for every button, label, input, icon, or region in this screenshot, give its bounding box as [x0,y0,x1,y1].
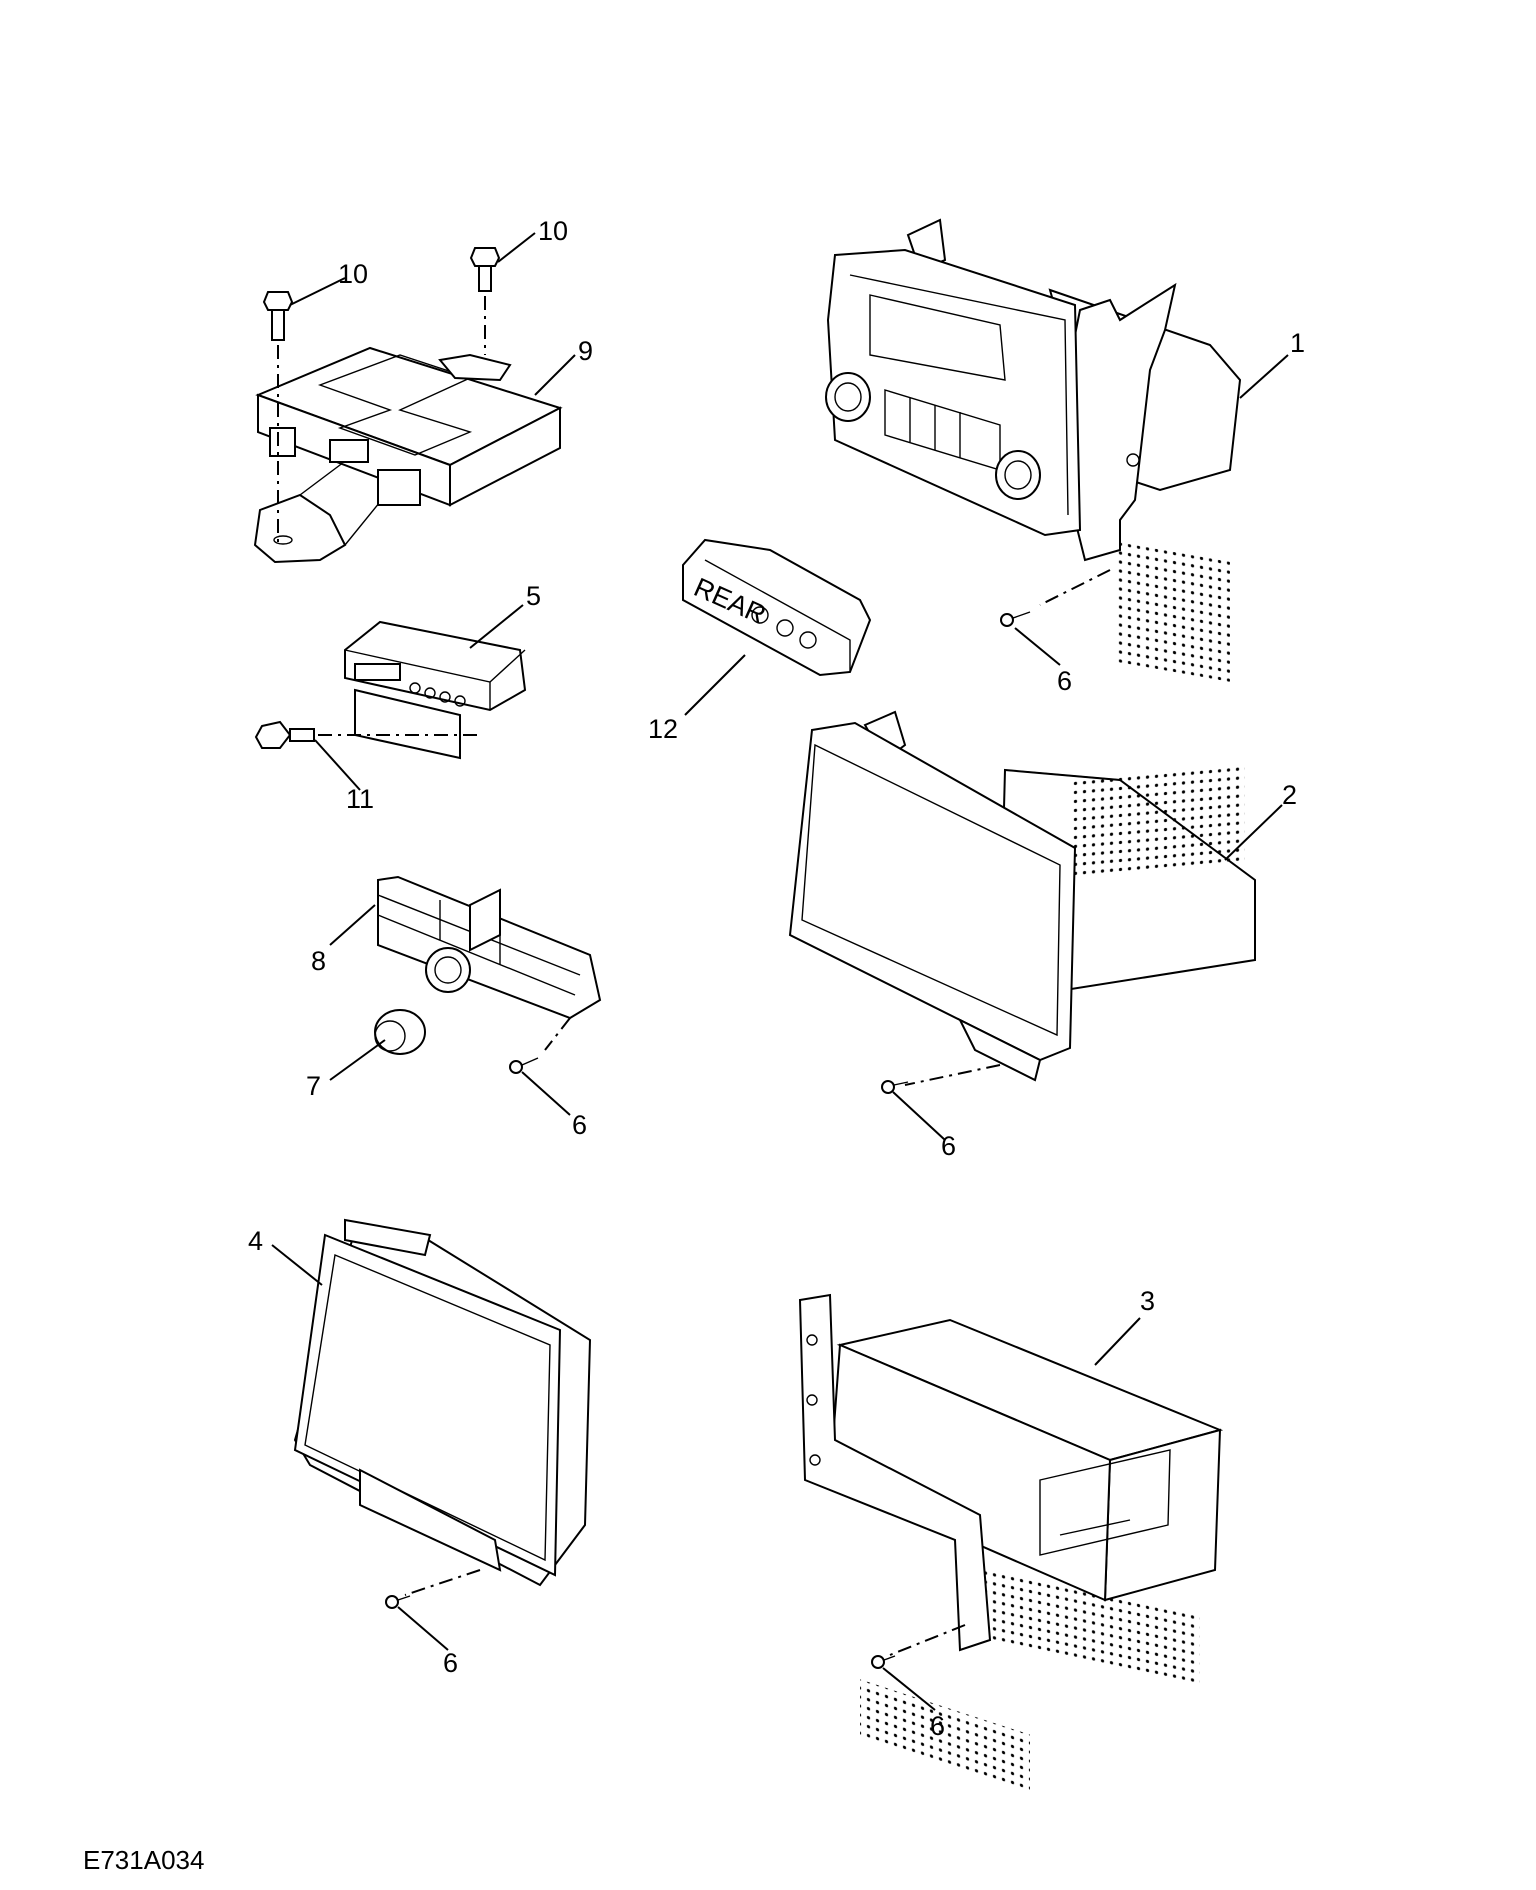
screw-6-e [871,1655,896,1669]
part-1-head-unit [825,218,1242,682]
callout-6-d: 6 [443,1648,458,1678]
callout-6-a: 6 [1057,666,1072,696]
callout-5: 5 [526,581,541,611]
callout-4: 4 [248,1226,263,1256]
screw-6-c [881,1080,909,1094]
callout-11: 11 [346,784,374,814]
bolt-10-left [262,291,294,545]
callout-7: 7 [306,1071,321,1101]
callout-1: 1 [1290,328,1305,358]
part-9-control-module [253,346,563,564]
callout-6-c: 6 [941,1131,956,1161]
callout-labels: 1 2 3 4 5 6 6 6 6 6 7 8 9 10 10 11 12 [248,216,1305,1741]
callout-9: 9 [578,336,593,366]
screw-6-b [509,1057,539,1074]
screw-6-a [1000,611,1031,627]
part-12-rear-switch-panel: REAR [682,538,872,677]
part-8-control-panel [377,875,602,1051]
callout-2: 2 [1282,780,1297,810]
callout-3: 3 [1140,1286,1155,1316]
part-2-display-unit [788,710,1256,1086]
part-4-display [293,1218,592,1596]
diagram-reference-code: E731A034 [83,1845,205,1875]
screw-6-d [385,1595,411,1609]
part-7-knob [374,1009,426,1055]
callout-10-b: 10 [538,216,568,246]
part-5-unit [344,620,527,760]
callout-6-b: 6 [572,1110,587,1140]
leader-lines [271,232,1289,1711]
bolt-11 [254,720,480,749]
part-3-radio-chassis [798,1293,1224,1795]
callout-12: 12 [648,714,678,744]
bolt-10-right [469,247,501,355]
callout-10-a: 10 [338,259,368,289]
callout-6-e: 6 [930,1711,945,1741]
callout-8: 8 [311,946,326,976]
